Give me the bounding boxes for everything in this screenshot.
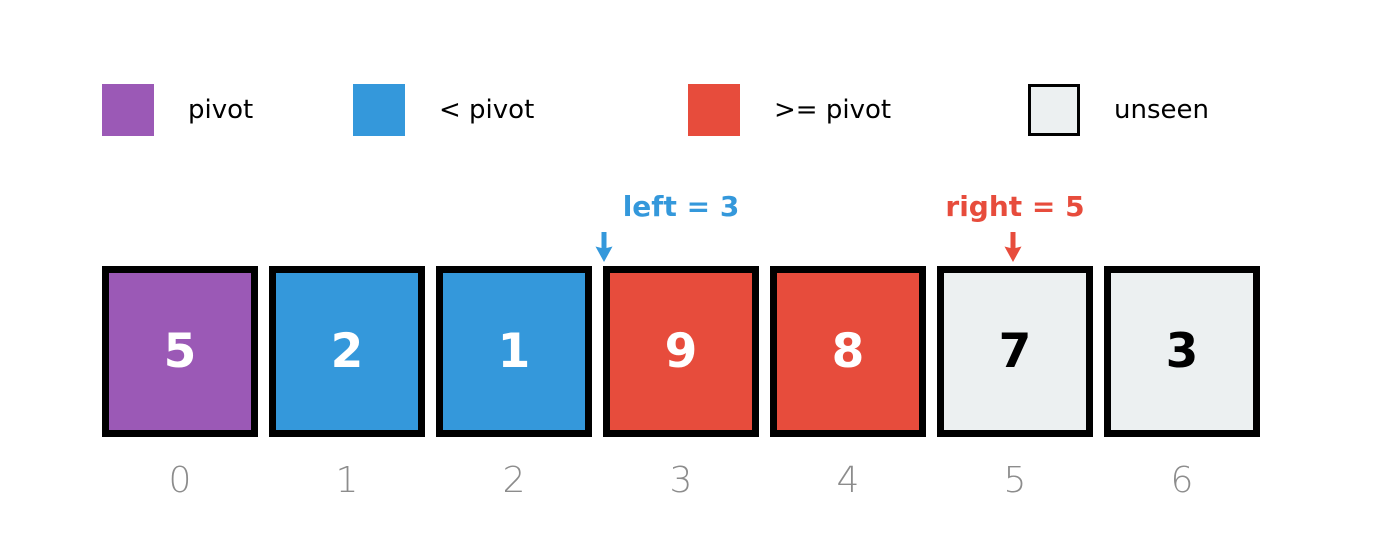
unseen-swatch [1028, 84, 1080, 136]
ge-pivot-swatch [688, 84, 740, 136]
left-pointer-label: left = 3 [622, 190, 740, 223]
legend-item-pivot: pivot [102, 84, 253, 136]
right-pointer-arrow-icon [1004, 232, 1022, 262]
legend-label-unseen: unseen [1114, 95, 1209, 125]
legend-label-lt-pivot: < pivot [439, 95, 535, 125]
index-label: 5 [1003, 460, 1027, 501]
index-label: 1 [335, 460, 359, 501]
index-label: 3 [669, 460, 693, 501]
array-cell: 7 [937, 266, 1093, 437]
right-pointer-label: right = 5 [945, 190, 1085, 223]
left-pointer-arrow-icon [595, 232, 613, 262]
array-cell: 3 [1104, 266, 1260, 437]
legend-item-ge-pivot: >= pivot [688, 84, 891, 136]
legend-label-pivot: pivot [188, 95, 254, 125]
index-label: 4 [836, 460, 860, 501]
index-label: 2 [502, 460, 526, 501]
array-cell: 5 [102, 266, 258, 437]
legend-label-ge-pivot: >= pivot [774, 95, 892, 125]
index-label: 6 [1170, 460, 1194, 501]
array-cell: 8 [770, 266, 926, 437]
index-label: 0 [168, 460, 192, 501]
array-cell: 9 [603, 266, 759, 437]
lt-pivot-swatch [353, 84, 405, 136]
legend-item-lt-pivot: < pivot [353, 84, 534, 136]
legend-item-unseen: unseen [1028, 84, 1209, 136]
array-cell: 2 [269, 266, 425, 437]
array-cell: 1 [436, 266, 592, 437]
pivot-swatch [102, 84, 154, 136]
